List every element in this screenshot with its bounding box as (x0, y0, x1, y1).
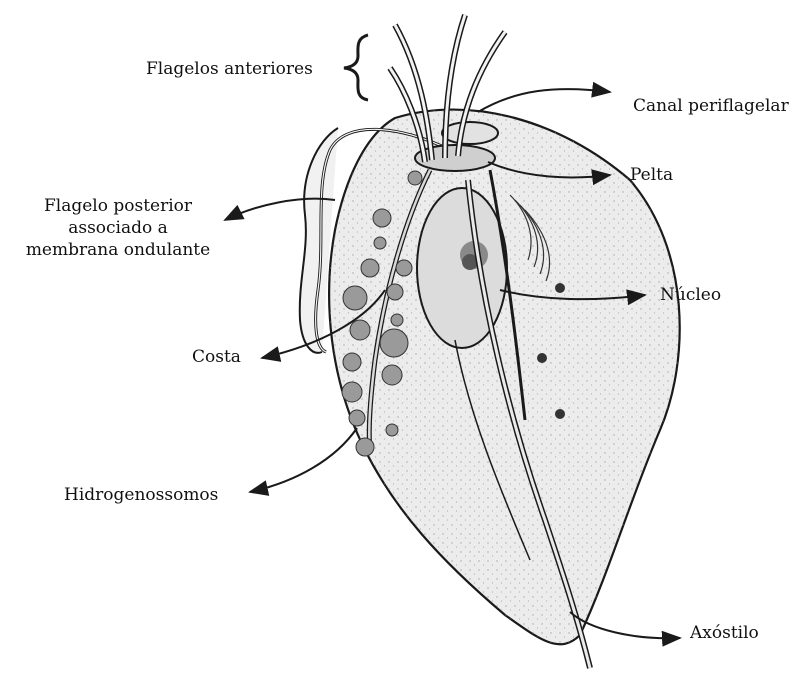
label-axostilo: Axóstilo (690, 622, 759, 644)
label-flagelo-posterior-line-3: membrana ondulante (8, 239, 228, 261)
label-nucleo: Núcleo (660, 284, 721, 306)
label-flagelo-posterior: Flagelo posterior associado a membrana o… (8, 195, 228, 261)
label-flagelos-anteriores: Flagelos anteriores (146, 58, 313, 80)
label-costa: Costa (192, 346, 241, 368)
label-pelta: Pelta (630, 164, 673, 186)
label-hidrogenossomos: Hidrogenossomos (64, 484, 218, 506)
label-flagelo-posterior-line-1: Flagelo posterior (8, 195, 228, 217)
curly-brace-icon (344, 35, 368, 100)
label-canal-periflagelar: Canal periflagelar (633, 95, 789, 117)
label-flagelo-posterior-line-2: associado a (8, 217, 228, 239)
